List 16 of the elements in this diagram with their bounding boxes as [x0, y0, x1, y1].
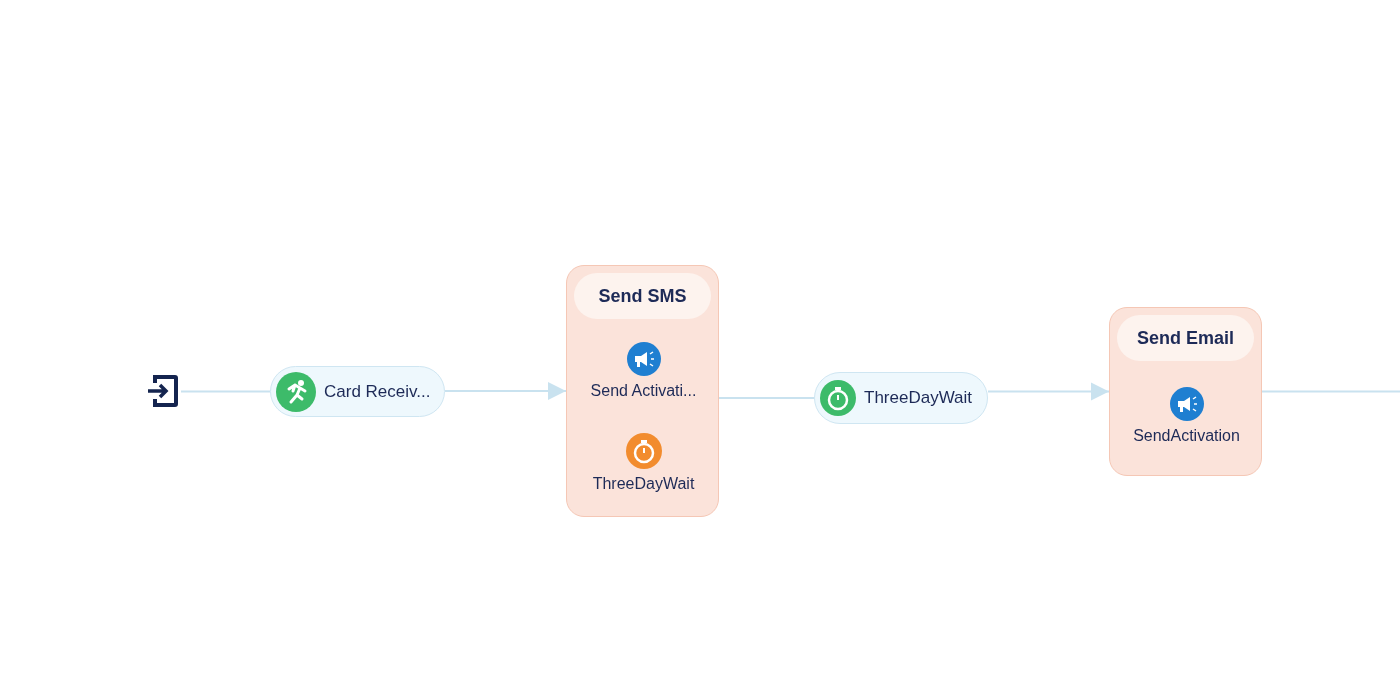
action-group-card — [566, 265, 719, 517]
step-label: ThreeDayWait — [864, 388, 972, 408]
connector-line — [180, 390, 271, 393]
action-group-card — [1109, 307, 1262, 476]
arrow — [444, 382, 567, 400]
arrow — [987, 382, 1110, 401]
connector-line — [718, 397, 815, 399]
step-label: Card Receiv... — [324, 381, 431, 402]
step-pill — [270, 366, 445, 417]
group-header: Send SMS — [574, 273, 711, 319]
group-header: Send Email — [1117, 315, 1254, 361]
action-label: ThreeDayWait — [592, 475, 695, 493]
step-pill — [814, 372, 988, 424]
connector-line — [1261, 390, 1400, 393]
action-label: SendActivation — [1133, 427, 1240, 445]
action-label: Send Activati... — [590, 382, 697, 400]
